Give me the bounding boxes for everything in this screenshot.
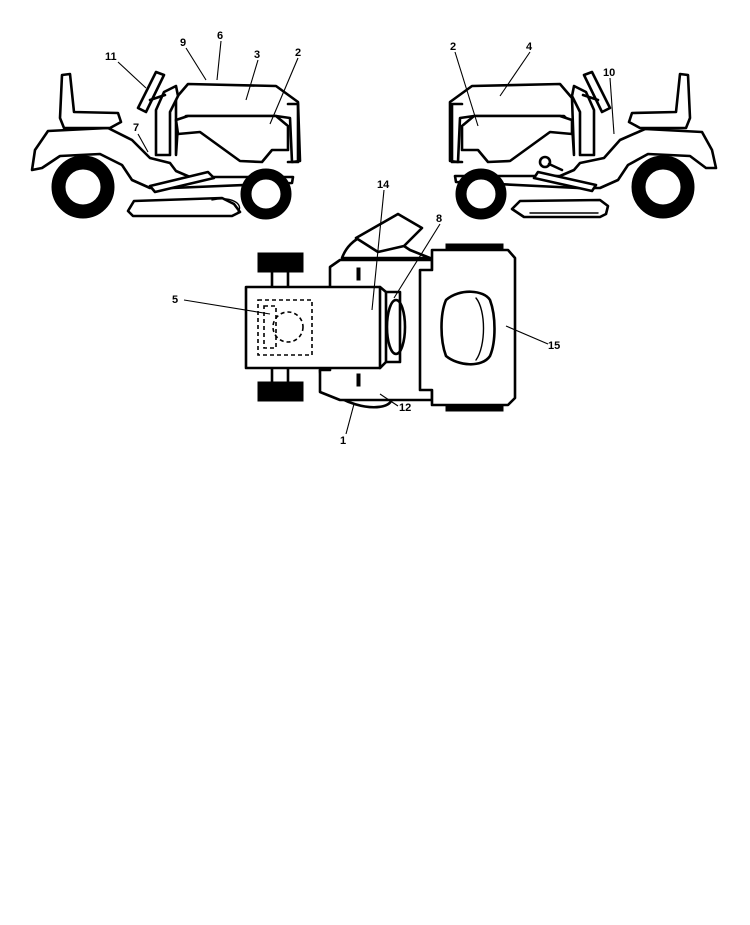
callout-12: 11 [105,51,117,63]
steering-wheel [582,70,612,114]
steering-wheel-top [385,298,407,356]
callout-3: 3 [254,49,260,61]
foot-pedal [148,170,216,194]
dash-panel [570,84,596,157]
callout-2-left: 2 [295,47,301,59]
seat [58,72,123,130]
front-axle [270,270,290,384]
front-wheel-bottom [257,381,304,402]
seat-top [440,290,496,366]
leader-lines [117,40,615,435]
engine-pulley [272,311,304,343]
lift-lever-knob [538,155,552,169]
tractor-right-side-view [448,70,718,220]
steering-wheel [136,70,166,114]
callout-7: 7 [133,122,139,134]
callout-8: 8 [436,213,442,225]
engine-outline [257,299,313,356]
callout-5: 5 [172,294,178,306]
steering-column [581,93,600,102]
deck-discharge [211,198,241,213]
seat [627,72,692,130]
callout-1: 1 [340,435,346,447]
callout-4: 4 [526,41,533,53]
callout-15: 15 [548,340,560,352]
hood-top [244,285,388,370]
engine-outline-inner [263,305,277,349]
callout-labels: 11 9 6 3 2 7 2 4 10 5 14 8 12 1 15 [105,30,615,447]
steering-column [148,93,167,102]
hood-front-grille [450,102,464,164]
front-wheel-top [257,252,304,273]
callout-6: 6 [217,30,223,42]
frame-mark [356,267,361,281]
callout-11: 12 [399,402,411,414]
seat-top-back [475,297,485,361]
callout-10: 10 [603,67,615,79]
callout-14: 14 [377,179,390,191]
tractor-top-view [244,212,517,412]
frame-mark [356,373,361,387]
tractor-left-side-view [30,70,302,220]
dash-panel [154,84,180,157]
foot-pedal [532,170,598,193]
hood-lower [174,114,290,164]
steering-pod [384,290,402,364]
callout-2-right: 2 [450,41,456,53]
hood-lower [460,114,574,164]
lift-lever [547,162,564,172]
mower-deck [126,196,242,218]
hood-front-grille [286,102,300,164]
mower-deck [510,198,610,219]
callout-9: 9 [180,37,186,49]
